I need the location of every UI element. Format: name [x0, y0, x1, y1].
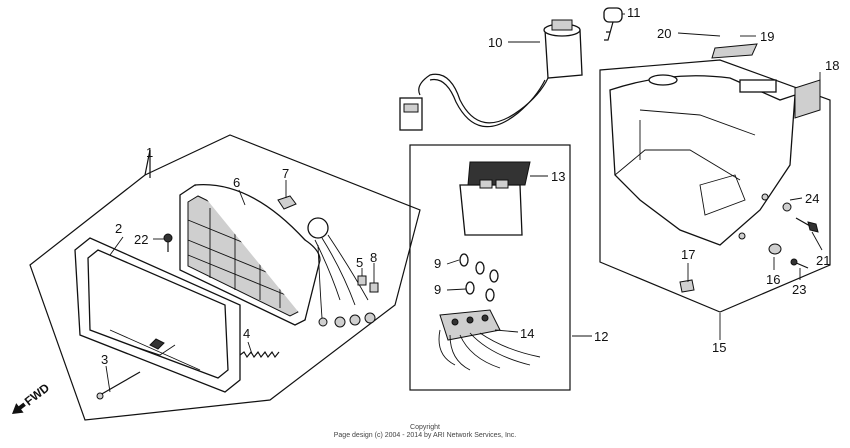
callout-4: 4 — [243, 326, 250, 341]
callout-18: 18 — [825, 58, 839, 73]
callout-11: 11 — [627, 5, 641, 20]
callout-labels: 1 2 3 4 5 6 7 8 9 9 10 11 12 13 14 15 16… — [101, 5, 839, 367]
callout-9a: 9 — [434, 256, 441, 271]
indicator-group-box — [409, 144, 571, 391]
callout-9b: 9 — [434, 282, 441, 297]
callout-14: 14 — [520, 326, 534, 341]
grommets-5-8 — [357, 275, 379, 293]
callout-2: 2 — [115, 221, 122, 236]
callout-17: 17 — [681, 247, 695, 262]
fwd-arrow-icon — [12, 402, 26, 414]
callout-22: 22 — [134, 232, 148, 247]
screw-3 — [96, 371, 141, 400]
clip-7 — [277, 195, 297, 210]
bulbs-9 — [459, 253, 499, 302]
mounting-hardware — [768, 202, 819, 269]
callout-8: 8 — [370, 250, 377, 265]
fwd-label: FWD — [22, 380, 52, 408]
callout-20: 20 — [657, 26, 671, 41]
spring-4 — [239, 350, 280, 359]
grommet-17 — [679, 279, 695, 293]
callout-12: 12 — [594, 329, 608, 344]
footer-line-2: Page design (c) 2004 - 2014 by ARI Netwo… — [333, 432, 517, 439]
callout-15: 15 — [712, 340, 726, 355]
callout-24: 24 — [805, 191, 819, 206]
callout-19: 19 — [760, 29, 774, 44]
callout-23: 23 — [792, 282, 806, 297]
headlight-assembly-group — [29, 134, 421, 421]
footer-line-1: Copyright — [410, 424, 440, 431]
indicator-lens — [459, 161, 531, 236]
callout-5: 5 — [356, 255, 363, 270]
fwd-direction-indicator: FWD — [12, 380, 52, 414]
callout-7: 7 — [282, 166, 289, 181]
key — [603, 7, 623, 41]
footer-copyright: Copyright Page design (c) 2004 - 2014 by… — [0, 424, 850, 440]
headlight-rim — [74, 237, 241, 393]
screw-22 — [163, 233, 173, 252]
callout-3: 3 — [101, 352, 108, 367]
callout-1: 1 — [146, 145, 153, 160]
callout-16: 16 — [766, 272, 780, 287]
reflector-plate-18 — [794, 79, 821, 119]
strip-19 — [711, 43, 758, 59]
leader-lines — [105, 13, 823, 393]
ignition-switch — [399, 19, 583, 131]
callout-6: 6 — [233, 175, 240, 190]
headlight-case-group-box — [599, 59, 831, 313]
callout-13: 13 — [551, 169, 565, 184]
headlight-unit — [179, 183, 376, 328]
headlight-case — [609, 74, 796, 246]
callout-21: 21 — [816, 253, 830, 268]
callout-10: 10 — [488, 35, 502, 50]
